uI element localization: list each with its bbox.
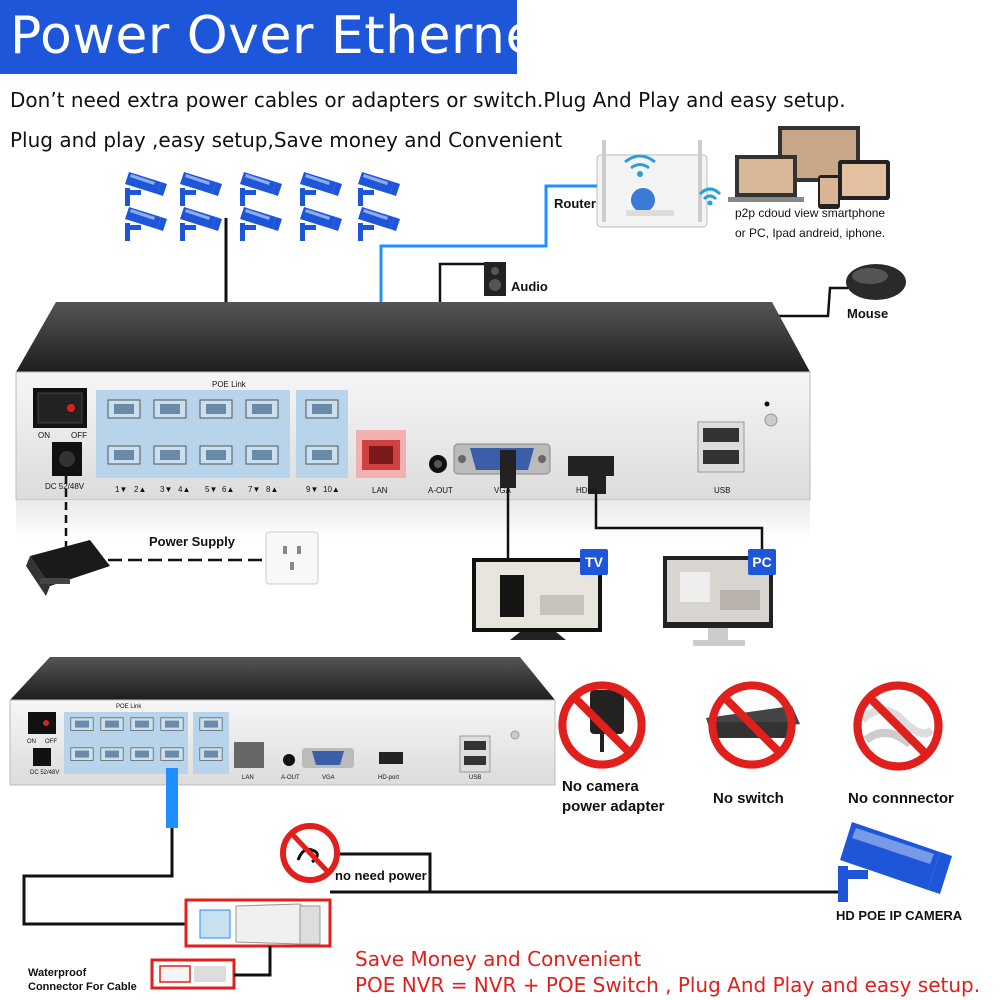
port-number: 1▼ — [115, 485, 128, 494]
speaker-icon — [484, 262, 506, 296]
small-aout-port — [283, 754, 295, 766]
nvr-small-top — [10, 657, 555, 700]
power-adapter-icon — [26, 540, 110, 596]
small-switch-off-label: OFF — [45, 739, 57, 745]
port-number: 9▼ — [306, 485, 319, 494]
waterproof-connector-icon — [184, 898, 332, 948]
subtitle-line-2: Plug and play ,easy setup,Save money and… — [10, 128, 563, 152]
lan-cable — [379, 184, 597, 388]
port-number: 2▲ — [134, 485, 147, 494]
no-adapter-sign-icon — [562, 685, 641, 764]
no-need-power-label: no need power — [335, 868, 427, 883]
no-adapter-caption-1: No camera — [562, 778, 639, 795]
lan-label: LAN — [372, 486, 388, 495]
no-connector-caption: No connnector — [848, 790, 954, 807]
usb-label: USB — [714, 486, 731, 495]
subtitle-line-1: Don’t need extra power cables or adapter… — [10, 88, 846, 112]
vga-plug-icon — [500, 450, 516, 488]
poe-link-label: POE Link — [212, 380, 246, 389]
power-supply-label: Power Supply — [149, 534, 235, 549]
wall-socket-icon — [265, 531, 319, 585]
aout-label: A-OUT — [428, 486, 453, 495]
nvr-reflection — [16, 500, 810, 540]
camera-icon — [180, 172, 222, 206]
camera-icon — [180, 207, 222, 241]
hdmi-cable — [594, 494, 764, 556]
camera-icon — [358, 207, 400, 241]
title-banner — [0, 0, 517, 74]
p2p-label-line-2: or PC, Ipad andreid, iphone. — [735, 226, 886, 240]
camera-icon — [358, 172, 400, 206]
poe-equation-text: POE NVR = NVR + POE Switch , Plug And Pl… — [355, 973, 981, 997]
port-number: 5▼ — [205, 485, 218, 494]
hdmi-label: HDMI — [576, 486, 597, 495]
switch-off-label: OFF — [71, 431, 87, 440]
small-switch-on-label: ON — [27, 739, 36, 745]
small-poe-link-label: POE Link — [116, 704, 142, 710]
hd-poe-camera-icon — [838, 822, 952, 902]
no-adapter-caption-2: power adapter — [562, 798, 665, 815]
page-title: Power Over Ethernet — [10, 6, 559, 66]
port-number: 3▼ — [160, 485, 173, 494]
audio-label: Audio — [511, 279, 548, 294]
no-connector-sign-icon — [858, 686, 939, 767]
mouse-icon — [846, 264, 906, 300]
p2p-label-line-1: p2p cdoud view smartphone — [735, 206, 886, 220]
small-vga-label: VGA — [322, 775, 335, 781]
camera-icon — [300, 172, 342, 206]
hdmi-plug-icon — [588, 460, 606, 494]
waterproof-label-2: Connector For Cable — [28, 981, 137, 993]
pc-badge: PC — [748, 549, 776, 575]
port-number: 7▼ — [248, 485, 261, 494]
small-dc-label: DC 52/48V — [30, 770, 60, 776]
camera-icon — [125, 172, 167, 206]
port-number: 6▲ — [222, 485, 235, 494]
tv-badge: TV — [580, 549, 608, 575]
waterproof-label-1: Waterproof — [28, 967, 87, 979]
small-lan-port — [234, 742, 264, 768]
small-usb-label: USB — [469, 775, 482, 781]
camera-icons-group — [125, 172, 400, 241]
small-hdmi-port — [379, 752, 403, 764]
patch-cable-plug — [166, 768, 178, 828]
port-number: 10▲ — [323, 485, 340, 494]
save-money-heading: Save Money and Convenient — [355, 947, 642, 971]
camera-label: HD POE IP CAMERA — [836, 908, 963, 923]
screw-icon — [764, 413, 778, 427]
switch-on-label: ON — [38, 431, 50, 440]
router-label: Router — [554, 196, 596, 211]
wifi-icon — [698, 187, 722, 206]
small-power-switch — [28, 712, 56, 734]
dc-label: DC 52/48V — [45, 482, 85, 491]
small-aout-label: A-OUT — [281, 775, 300, 781]
camera-icon — [125, 207, 167, 241]
no-switch-caption: No switch — [713, 790, 784, 807]
small-hd-port-label: HD-port — [378, 775, 400, 781]
nvr-top — [16, 302, 810, 372]
poe-cable-loop — [22, 840, 186, 926]
camera-icon — [240, 207, 282, 241]
mouse-label: Mouse — [847, 306, 889, 321]
router-icon — [596, 140, 708, 228]
camera-icon — [300, 207, 342, 241]
port-number: 8▲ — [266, 485, 279, 494]
camera-icon — [240, 172, 282, 206]
small-lan-label: LAN — [242, 775, 254, 781]
no-switch-sign-icon — [706, 685, 800, 764]
port-number: 4▲ — [178, 485, 191, 494]
vga-label: VGA — [494, 486, 511, 495]
devices-icon — [728, 126, 890, 209]
